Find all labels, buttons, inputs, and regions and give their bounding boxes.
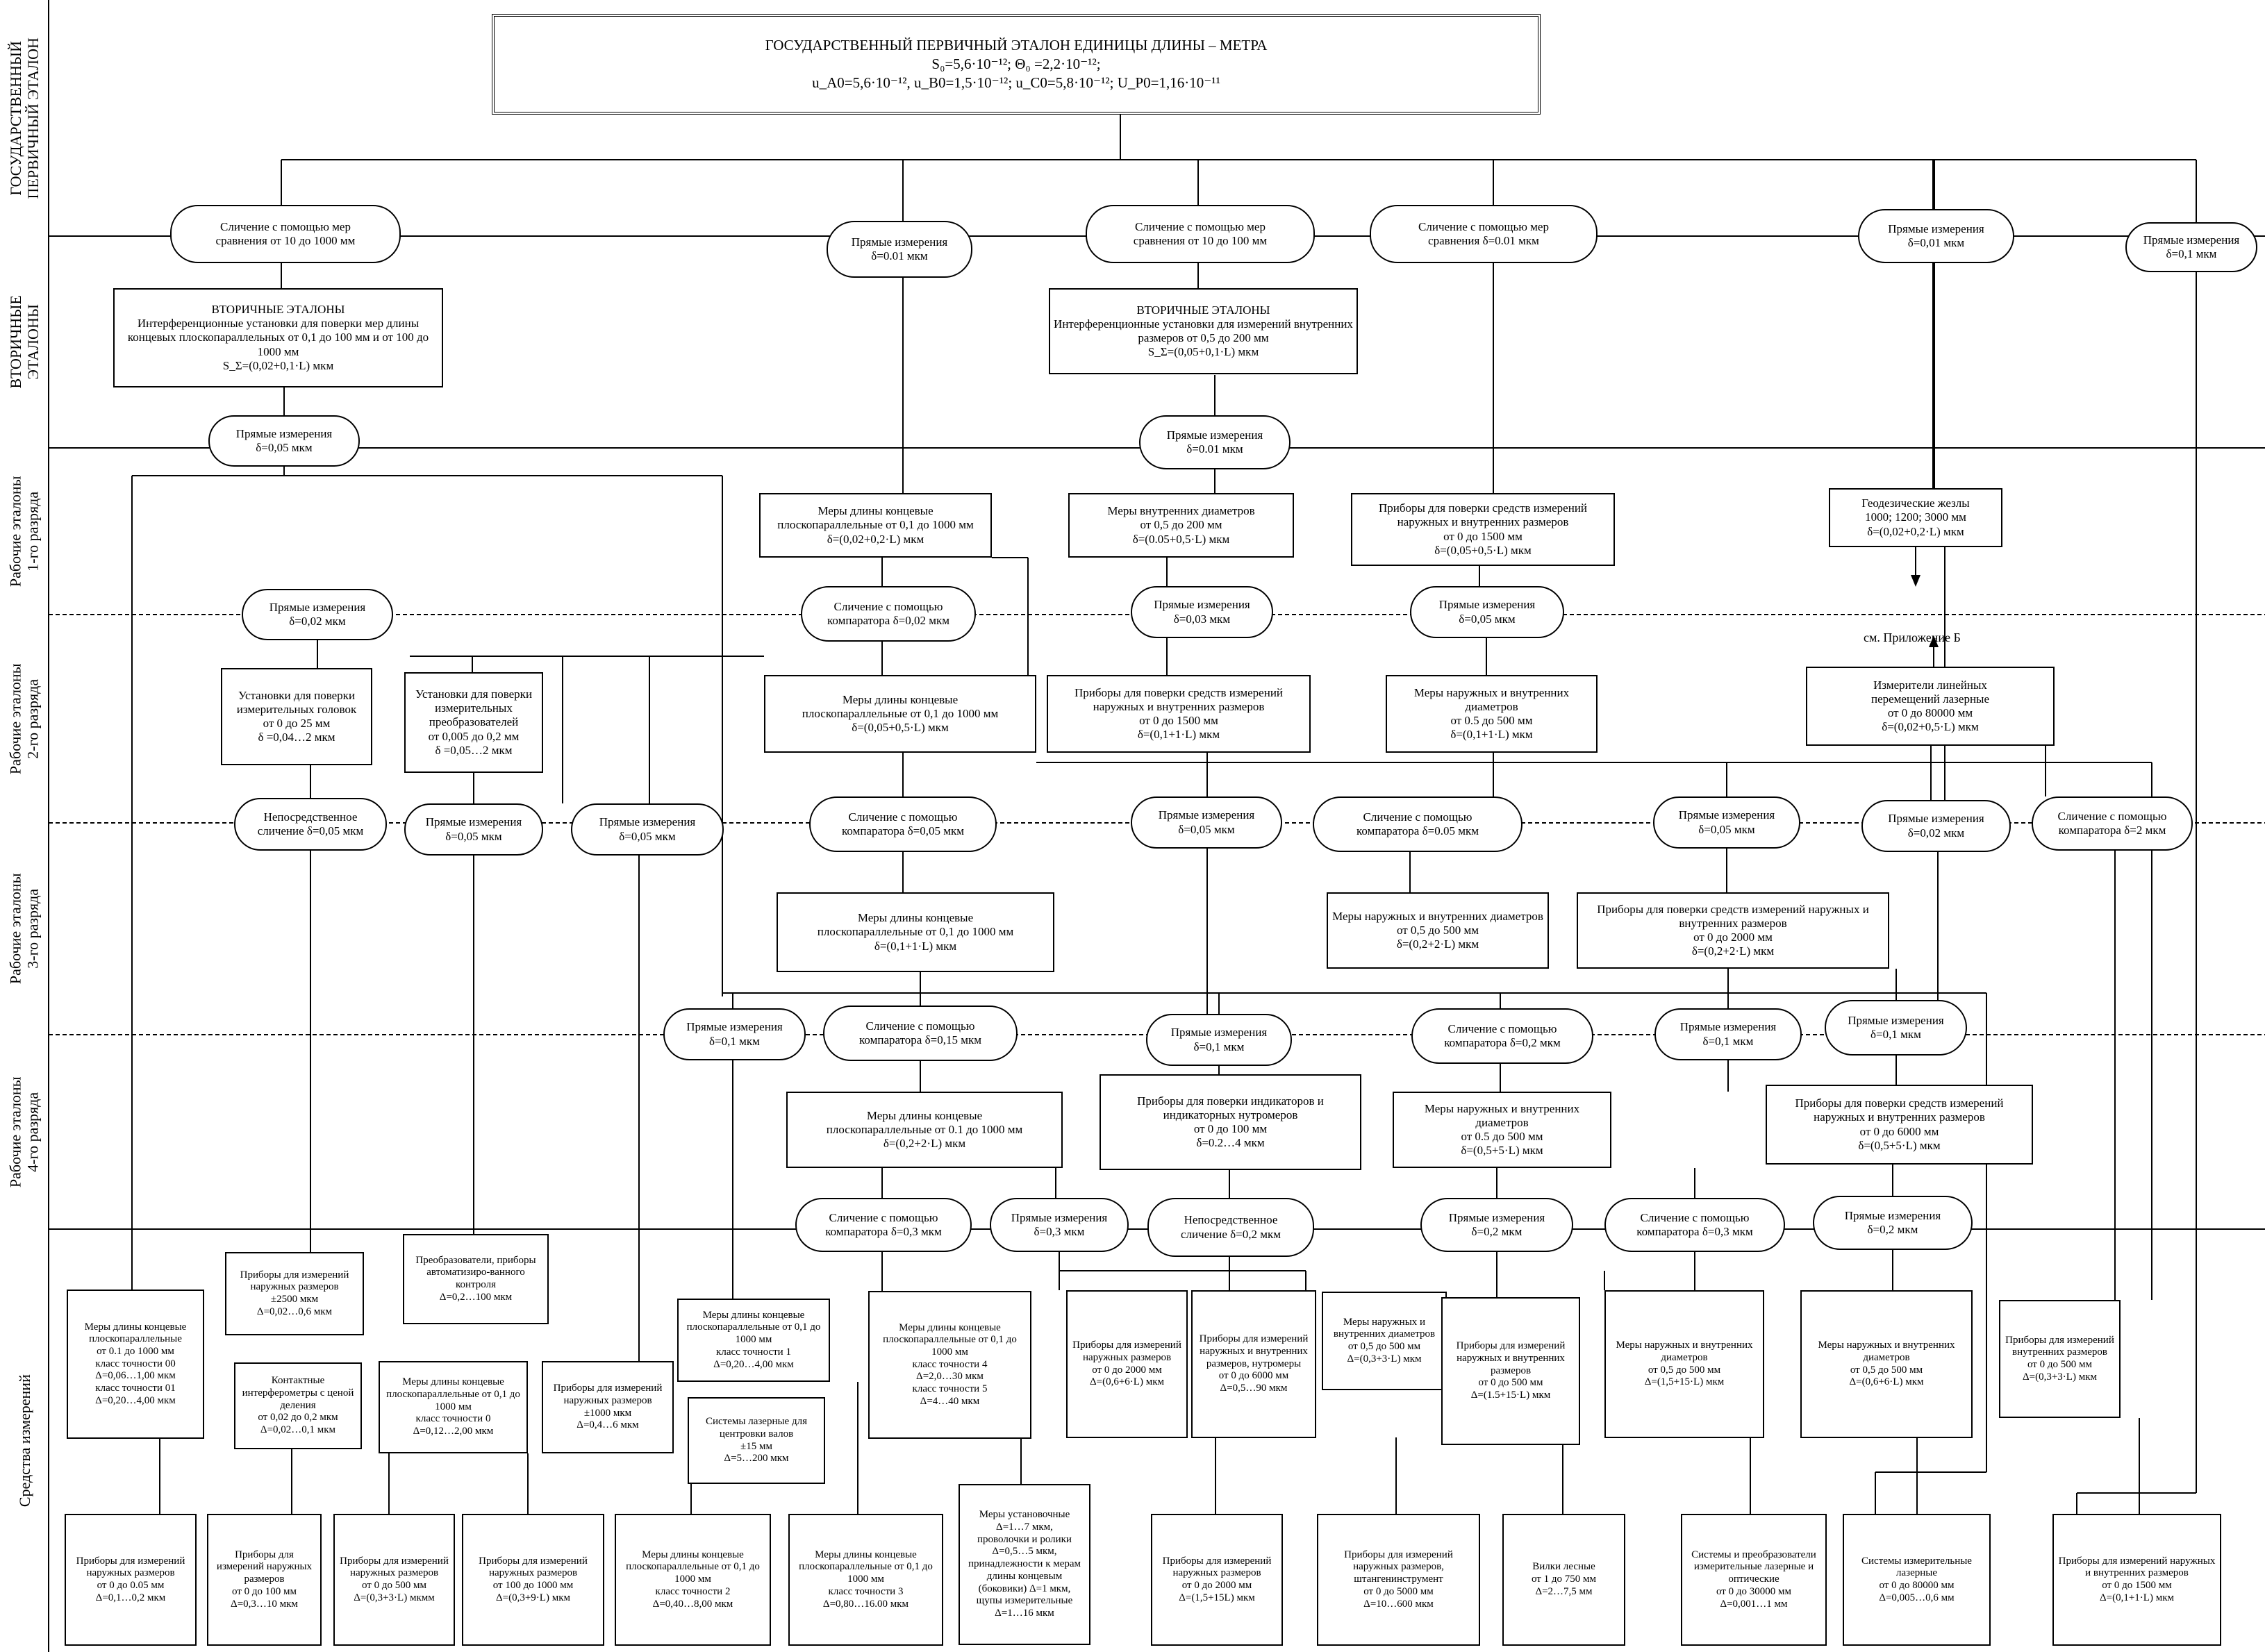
box-p21: Сличение с помощью компаратора δ=2 мкм [2032, 796, 2193, 851]
box-p8: Прямые измерения δ=0.01 мкм [1139, 415, 1291, 469]
band-grade-1: Рабочие эталоны 1-го разряда [6, 476, 42, 587]
box-p31: Прямые измерения δ=0,2 мкм [1420, 1198, 1573, 1252]
box-p4: Сличение с помощью мер сравнения δ=0.01 … [1370, 205, 1598, 263]
box-r1a: Меры длины концевые плоскопараллельные о… [759, 493, 992, 558]
box-p19: Прямые измерения δ=0,05 мкм [1653, 796, 1800, 849]
box-r1c: Приборы для поверки средств измерений на… [1351, 493, 1615, 566]
box-r4d: Приборы для поверки средств измерений на… [1766, 1085, 2033, 1165]
primary-standard: ГОСУДАРСТВЕННЫЙ ПЕРВИЧНЫЙ ЭТАЛОН ЕДИНИЦЫ… [492, 14, 1541, 115]
band-instruments: Средства измерений [15, 1374, 33, 1507]
box-r2a: Установки для поверки измерительных голо… [221, 668, 372, 765]
box-s10: Приборы для измерений наружных размеров … [1066, 1290, 1188, 1438]
box-p23: Сличение с помощью компаратора δ=0,15 мк… [823, 1006, 1018, 1061]
primary-standard-line-1: S₀=5,6·10⁻¹²; Θ₀ =2,2·10⁻¹²; [931, 55, 1101, 72]
box-b5: Меры длины концевые плоскопараллельные о… [615, 1514, 771, 1646]
box-r4b: Приборы для поверки индикаторов и индика… [1100, 1074, 1361, 1170]
box-b1: Приборы для измерений наружных размеров … [65, 1514, 197, 1646]
box-p27: Прямые измерения δ=0,1 мкм [1825, 1000, 1967, 1056]
box-b6: Меры длины концевые плоскопараллельные о… [788, 1514, 943, 1646]
box-p24: Прямые измерения δ=0,1 мкм [1146, 1014, 1292, 1066]
box-s7: Меры длины концевые плоскопараллельные о… [677, 1299, 830, 1382]
box-p12: Прямые измерения δ=0,05 мкм [1410, 586, 1564, 638]
box-s8: Системы лазерные для центровки валов ±15… [688, 1397, 825, 1484]
box-s15: Меры наружных и внутренних диаметров от … [1800, 1290, 1973, 1438]
box-b12: Системы измерительные лазерные от 0 до 8… [1843, 1514, 1991, 1646]
box-p9: Прямые измерения δ=0,02 мкм [242, 589, 393, 640]
box-s11: Приборы для измерений наружных и внутрен… [1191, 1290, 1316, 1438]
band-secondary: ВТОРИЧНЫЕ ЭТАЛОНЫ [6, 295, 42, 389]
box-s4: Преобразователи, приборы автоматизиро-ва… [403, 1234, 549, 1324]
box-p2: Прямые измерения δ=0.01 мкм [827, 221, 972, 278]
arrowhead-laser [1929, 635, 1939, 647]
box-p11: Прямые измерения δ=0,03 мкм [1131, 586, 1273, 638]
box-s9: Меры длины концевые плоскопараллельные о… [868, 1291, 1031, 1439]
box-s1: Меры длины концевые плоскопараллельные о… [67, 1290, 204, 1439]
box-s3: Контактные интерферометры с ценой делени… [234, 1362, 362, 1449]
band-primary: ГОСУДАРСТВЕННЫЙ ПЕРВИЧНЫЙ ЭТАЛОН [6, 37, 42, 199]
box-s6: Приборы для измерений наружных размеров … [542, 1361, 674, 1453]
box-s14: Меры наружных и внутренних диаметров от … [1604, 1290, 1764, 1438]
box-b13: Приборы для измерений наружных и внутрен… [2052, 1514, 2221, 1646]
box-r2f: Измерители линейных перемещений лазерные… [1806, 667, 2055, 746]
box-r2e: Меры наружных и внутренних диаметров от … [1386, 675, 1598, 753]
box-b2: Приборы для измерений наружных размеров … [207, 1514, 322, 1646]
box-p20: Прямые измерения δ=0,02 мкм [1861, 800, 2011, 852]
box-p30: Непосредственное сличение δ=0,2 мкм [1147, 1198, 1314, 1257]
band-grade-3: Рабочие эталоны 3-го разряда [6, 873, 42, 985]
box-p15: Прямые измерения δ=0,05 мкм [571, 803, 724, 856]
primary-standard-title: ГОСУДАРСТВЕННЫЙ ПЕРВИЧНЫЙ ЭТАЛОН ЕДИНИЦЫ… [765, 36, 1268, 53]
box-b11: Системы и преобразователи измерительные … [1681, 1514, 1827, 1646]
box-s2: Приборы для измерений наружных размеров … [225, 1252, 364, 1335]
box-p22: Прямые измерения δ=0,1 мкм [663, 1008, 806, 1060]
box-r2c: Меры длины концевые плоскопараллельные о… [764, 675, 1036, 753]
box-s16: Приборы для измерений внутренних размеро… [1999, 1300, 2121, 1418]
band-grade-2: Рабочие эталоны 2-го разряда [6, 663, 42, 774]
box-r2d: Приборы для поверки средств измерений на… [1047, 675, 1311, 753]
box-p10: Сличение с помощью компаратора δ=0,02 мк… [801, 586, 976, 642]
box-v1: ВТОРИЧНЫЕ ЭТАЛОНЫ Интерференционные уста… [113, 288, 443, 387]
box-b10: Вилки лесные от 1 до 750 мм Δ=2…7,5 мм [1502, 1514, 1625, 1646]
box-s12: Меры наружных и внутренних диаметров от … [1322, 1292, 1447, 1390]
box-r3c: Приборы для поверки средств измерений на… [1577, 892, 1889, 969]
box-r2b: Установки для поверки измерительных прео… [404, 672, 543, 773]
box-p29: Прямые измерения δ=0,3 мкм [990, 1198, 1129, 1252]
box-b4: Приборы для измерений наружных размеров … [462, 1514, 604, 1646]
box-s13: Приборы для измерений наружных и внутрен… [1441, 1297, 1580, 1445]
box-p14: Прямые измерения δ=0,05 мкм [404, 803, 543, 856]
band-grade-4: Рабочие эталоны 4-го разряда [6, 1076, 42, 1187]
box-b7: Меры установочные Δ=1…7 мкм, проволочки … [959, 1484, 1090, 1645]
box-p13: Непосредственное сличение δ=0,05 мкм [234, 798, 387, 851]
box-v2: ВТОРИЧНЫЕ ЭТАЛОНЫ Интерференционные уста… [1049, 288, 1358, 374]
box-s5: Меры длины концевые плоскопараллельные о… [379, 1361, 528, 1453]
box-r1b: Меры внутренних диаметров от 0,5 до 200 … [1068, 493, 1294, 558]
box-p33: Прямые измерения δ=0,2 мкм [1813, 1196, 1973, 1250]
box-r4a: Меры длины концевые плоскопараллельные о… [786, 1092, 1063, 1168]
arrowhead-appendix [1911, 575, 1920, 587]
box-p3: Сличение с помощью мер сравнения от 10 д… [1086, 205, 1315, 263]
box-p5: Прямые измерения δ=0,01 мкм [1858, 209, 2014, 263]
box-p28: Сличение с помощью компаратора δ=0,3 мкм [795, 1198, 972, 1252]
box-p1: Сличение с помощью мер сравнения от 10 д… [170, 205, 401, 263]
box-p6: Прямые измерения δ=0,1 мкм [2125, 222, 2257, 272]
box-p25: Сличение с помощью компаратора δ=0,2 мкм [1411, 1008, 1593, 1064]
primary-standard-line-2: u_A0=5,6·10⁻¹², u_B0=1,5·10⁻¹²; u_C0=5,8… [812, 74, 1220, 92]
box-p17: Прямые измерения δ=0,05 мкм [1131, 796, 1282, 849]
box-b3: Приборы для измерений наружных размеров … [333, 1514, 455, 1646]
box-p16: Сличение с помощью компаратора δ=0,05 мк… [809, 796, 997, 852]
box-r3a: Меры длины концевые плоскопараллельные о… [777, 892, 1054, 972]
box-p26: Прямые измерения δ=0,1 мкм [1654, 1008, 1802, 1060]
box-p18: Сличение с помощью компаратора δ=0.05 мк… [1313, 796, 1523, 852]
box-p32: Сличение с помощью компаратора δ=0,3 мкм [1604, 1198, 1785, 1252]
box-b9: Приборы для измерений наружных размеров,… [1317, 1514, 1480, 1646]
box-p7: Прямые измерения δ=0,05 мкм [208, 415, 360, 467]
box-r4c: Меры наружных и внутренних диаметров от … [1393, 1092, 1611, 1168]
appendix-note: см. Приложение Б [1864, 631, 1961, 644]
box-b8: Приборы для измерений наружных размеров … [1151, 1514, 1283, 1646]
box-r3b: Меры наружных и внутренних диаметров от … [1327, 892, 1549, 969]
box-r1d: Геодезические жезлы 1000; 1200; 3000 мм … [1829, 488, 2002, 547]
